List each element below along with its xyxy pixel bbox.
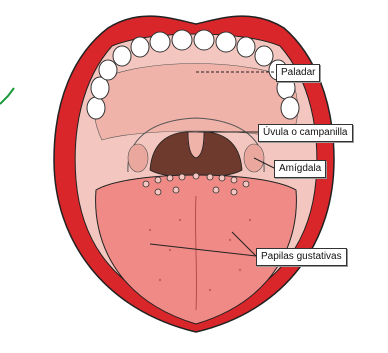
label-uvula: Úvula o campanilla [258,124,353,142]
green-check-mark [0,88,14,104]
left-tonsil [128,144,148,172]
label-papilas: Papilas gustativas [256,248,347,266]
label-amigdala: Amígdala [274,160,326,178]
label-paladar: Paladar [276,64,320,82]
